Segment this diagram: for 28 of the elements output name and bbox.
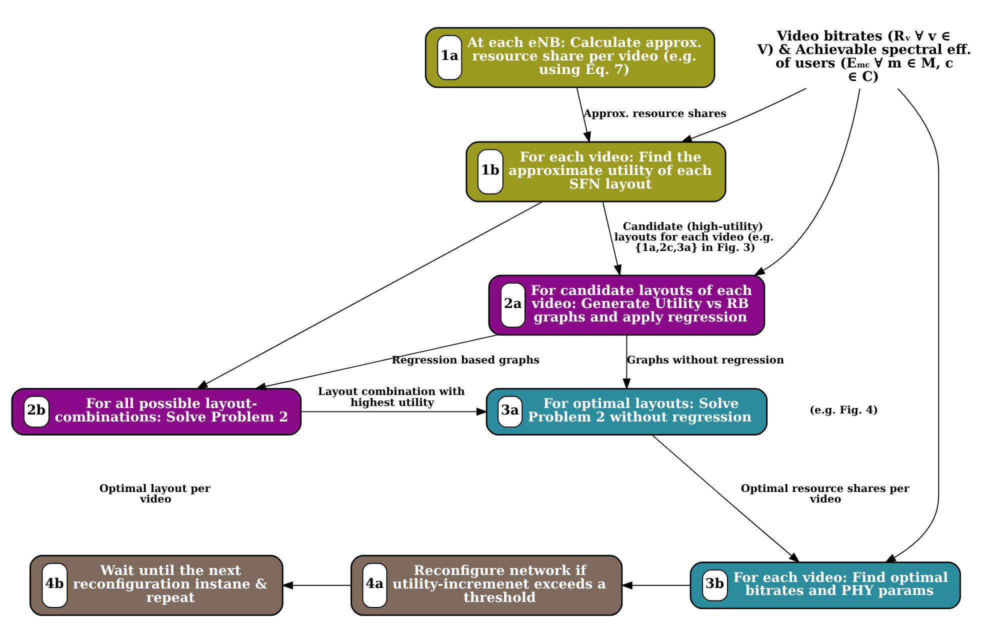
edge-label: Regression based graphs — [392, 354, 540, 367]
edge-label: Layout combination with highest utility — [318, 386, 465, 409]
arrow — [620, 581, 691, 590]
arrow — [652, 434, 800, 564]
arrow — [576, 86, 592, 144]
node-box: 1b For each video: Find the approximate utility of each SFN layout — [466, 141, 726, 202]
node-box: 4a Reconfigure network if utility-incremenet exceeds a threshold — [350, 554, 623, 616]
arrow — [300, 408, 488, 416]
arrow — [753, 88, 860, 276]
node-box: 2a For candidate layouts of each video: Generate Utility vs RB graphs and apply regression — [488, 274, 766, 336]
edge-label: Graphs without regression — [626, 354, 784, 367]
arrow — [622, 334, 631, 390]
label: Optimal layout per video — [99, 483, 210, 506]
arrow — [281, 581, 352, 590]
node-box: 4b Wait until the next reconfiguration instane & repeat — [30, 554, 284, 616]
node-box: 3b For each video: Find optimal bitrates and PHY params — [690, 562, 961, 610]
arrow — [884, 88, 940, 564]
label: (e.g. Fig. 4) — [810, 404, 878, 416]
arrow — [602, 201, 622, 276]
node-box: 3a For optimal layouts: Solve Problem 2 without regression — [486, 388, 768, 436]
node-box: 2b For all possible layout-combinations: Solve Problem 2 — [11, 388, 302, 436]
edge-label: Approx. resource shares — [584, 108, 727, 120]
arrow — [680, 88, 807, 142]
edge-label: Candidate (high-utility) layouts for each video (e.g. {1a,2c,3a} in Fig. 3) — [614, 221, 774, 254]
arrow — [254, 334, 498, 390]
arrow — [196, 201, 544, 390]
edge-label: Optimal resource shares per video — [740, 483, 910, 506]
node-box: 1a At each eNB: Calculate approx. resource share per video (e.g. using Eq. 7) — [424, 27, 716, 88]
